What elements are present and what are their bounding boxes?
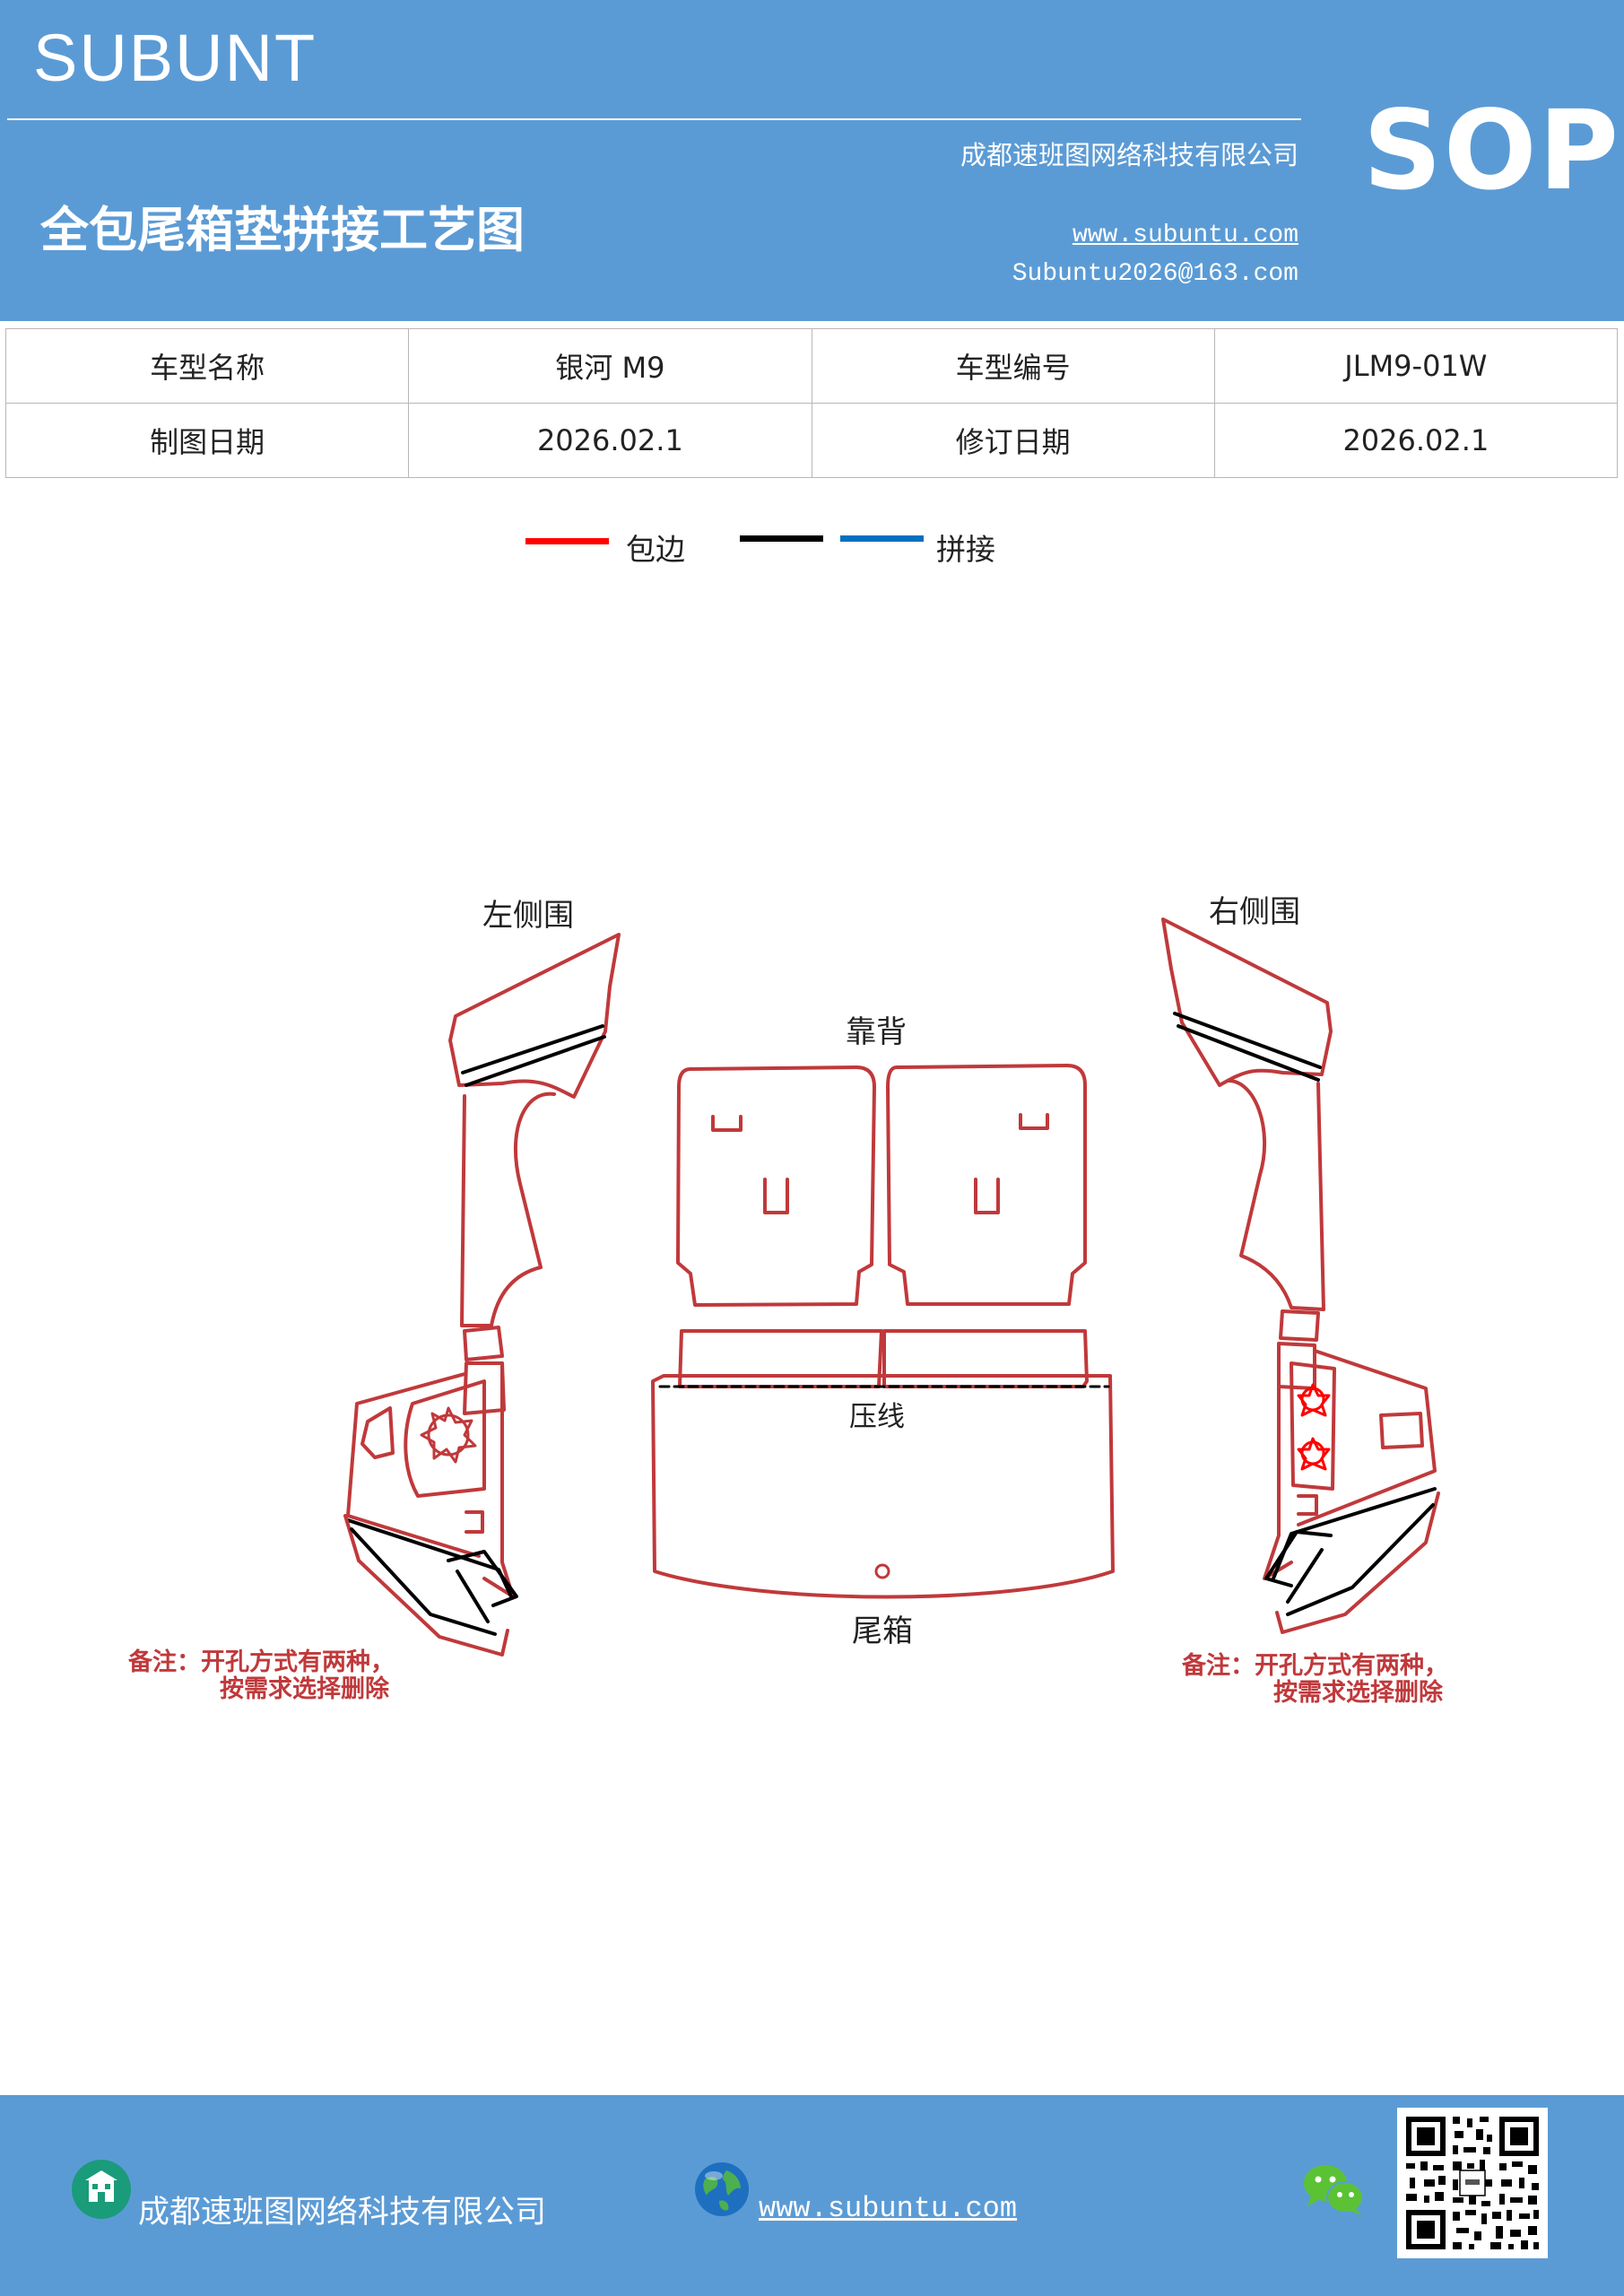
legend-line-black bbox=[740, 535, 823, 542]
legend-line-red bbox=[525, 538, 609, 544]
building-icon bbox=[72, 2160, 131, 2219]
label-left-side: 左侧围 bbox=[482, 898, 574, 934]
qr-code-icon bbox=[1397, 2108, 1548, 2258]
footer-website-link[interactable]: www.subuntu.com bbox=[759, 2192, 1018, 2225]
backrest-right-panel bbox=[886, 1064, 1087, 1306]
company-name: 成都速班图网络科技有限公司 bbox=[960, 140, 1298, 170]
sop-badge: SOP bbox=[1363, 87, 1620, 214]
note-right-line2: 按需求选择删除 bbox=[1273, 1678, 1444, 1707]
wechat-icon[interactable] bbox=[1300, 2161, 1367, 2217]
table-cell-value: 2026.02.1 bbox=[408, 403, 812, 478]
header-divider bbox=[7, 118, 1301, 120]
backrest-lower-strips bbox=[678, 1329, 1089, 1388]
legend-line-blue bbox=[840, 535, 924, 542]
footer-company-name: 成都速班图网络科技有限公司 bbox=[138, 2195, 547, 2231]
trunk-floor-panel bbox=[651, 1374, 1115, 1599]
label-crease: 压线 bbox=[849, 1401, 905, 1433]
vehicle-info-table: 车型名称 银河 M9 车型编号 JLM9-01W 制图日期 2026.02.1 … bbox=[4, 328, 1619, 478]
note-left-line1: 备注：开孔方式有两种， bbox=[127, 1648, 395, 1676]
table-cell-label: 修订日期 bbox=[811, 403, 1215, 478]
left-side-panel bbox=[343, 933, 621, 1657]
brand-logo-text: SUBUNT bbox=[33, 21, 317, 95]
document-title: 全包尾箱垫拼接工艺图 bbox=[40, 201, 525, 258]
table-cell-value: 银河 M9 bbox=[408, 328, 812, 404]
note-right-line1: 备注：开孔方式有两种， bbox=[1181, 1651, 1448, 1680]
globe-icon bbox=[692, 2160, 751, 2219]
right-side-panel bbox=[1161, 918, 1440, 1634]
label-right-side: 右侧围 bbox=[1209, 894, 1300, 930]
table-row: 车型名称 银河 M9 车型编号 JLM9-01W bbox=[4, 328, 1619, 404]
label-trunk: 尾箱 bbox=[852, 1613, 913, 1649]
table-cell-label: 制图日期 bbox=[4, 403, 410, 478]
table-cell-value: 2026.02.1 bbox=[1213, 403, 1619, 478]
table-cell-label: 车型编号 bbox=[811, 328, 1215, 404]
header-banner bbox=[0, 0, 1624, 321]
email-address[interactable]: Subuntu2026@163.com bbox=[1012, 260, 1298, 288]
label-backrest: 靠背 bbox=[846, 1014, 907, 1050]
note-left-line2: 按需求选择删除 bbox=[220, 1674, 390, 1703]
table-row: 制图日期 2026.02.1 修订日期 2026.02.1 bbox=[4, 403, 1619, 478]
table-cell-label: 车型名称 bbox=[4, 328, 410, 404]
table-cell-value: JLM9-01W bbox=[1213, 328, 1619, 404]
website-link[interactable]: www.subuntu.com bbox=[1072, 222, 1298, 249]
legend-label-splice: 拼接 bbox=[936, 532, 995, 567]
backrest-left-panel bbox=[676, 1065, 876, 1307]
trunk-mat-diagram: 左侧围 右侧围 靠背 压线 尾箱 备注：开孔方式有两种， 按需求选择删除 备注：… bbox=[127, 894, 1448, 1707]
legend-label-binding: 包边 bbox=[626, 532, 685, 567]
